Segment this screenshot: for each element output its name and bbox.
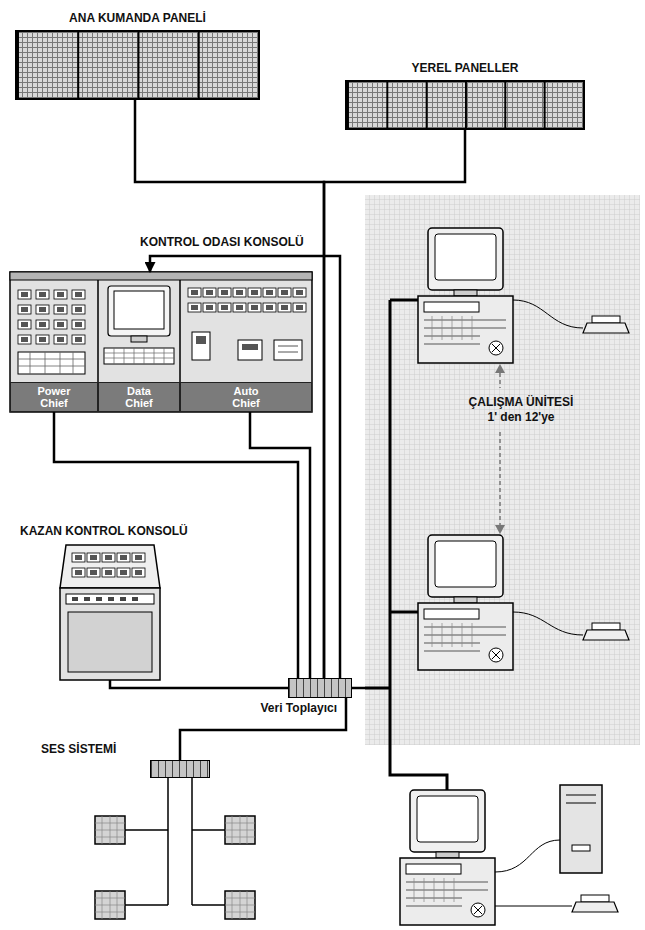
cable-connector (180, 698, 346, 760)
speaker-wiring (95, 778, 255, 919)
boiler-console-illustration (60, 545, 160, 680)
cable-connector (150, 256, 340, 678)
cable-connector (352, 687, 365, 690)
console-section: Data Chief (98, 382, 180, 412)
cable-connector (250, 412, 310, 678)
control-room-console: KONTROL ODASI KONSOLÜPower ChiefData Chi… (10, 272, 312, 412)
console-section: Power Chief (10, 382, 98, 412)
console-heading: KAZAN KONTROL KONSOLÜ (20, 524, 188, 539)
workstation-icons (400, 228, 629, 925)
sound-system-hub: SES SİSTEMİ (150, 760, 210, 778)
data-collector: Veri Toplayıcı (288, 678, 352, 698)
cable-connector (324, 130, 465, 678)
cable-connector (110, 680, 288, 688)
workstation-region: ÇALIŞMA ÜNİTESİ 1' den 12'ye (365, 195, 640, 745)
section-label: Data Chief (116, 385, 162, 409)
section-label: Auto Chief (223, 385, 269, 409)
range-arrow (495, 364, 505, 534)
console-heading: KONTROL ODASI KONSOLÜ (140, 235, 304, 250)
console-illustration (10, 272, 312, 412)
collector-label: Veri Toplayıcı (261, 701, 337, 716)
workstation-area (365, 195, 640, 745)
console-section: Auto Chief (180, 382, 312, 412)
region-label: ÇALIŞMA ÜNİTESİ 1' den 12'ye (465, 395, 577, 425)
sound-heading: SES SİSTEMİ (41, 742, 116, 757)
cable-connector (54, 412, 298, 678)
main-control-panel: ANA KUMANDA PANELİ (15, 30, 260, 100)
boiler-control-console: KAZAN KONTROL KONSOLÜ (60, 545, 160, 680)
panel-heading: YEREL PANELLER (412, 61, 519, 76)
local-panels: YEREL PANELLER (345, 80, 585, 130)
panel-heading: ANA KUMANDA PANELİ (69, 11, 206, 26)
section-label: Power Chief (31, 385, 77, 409)
